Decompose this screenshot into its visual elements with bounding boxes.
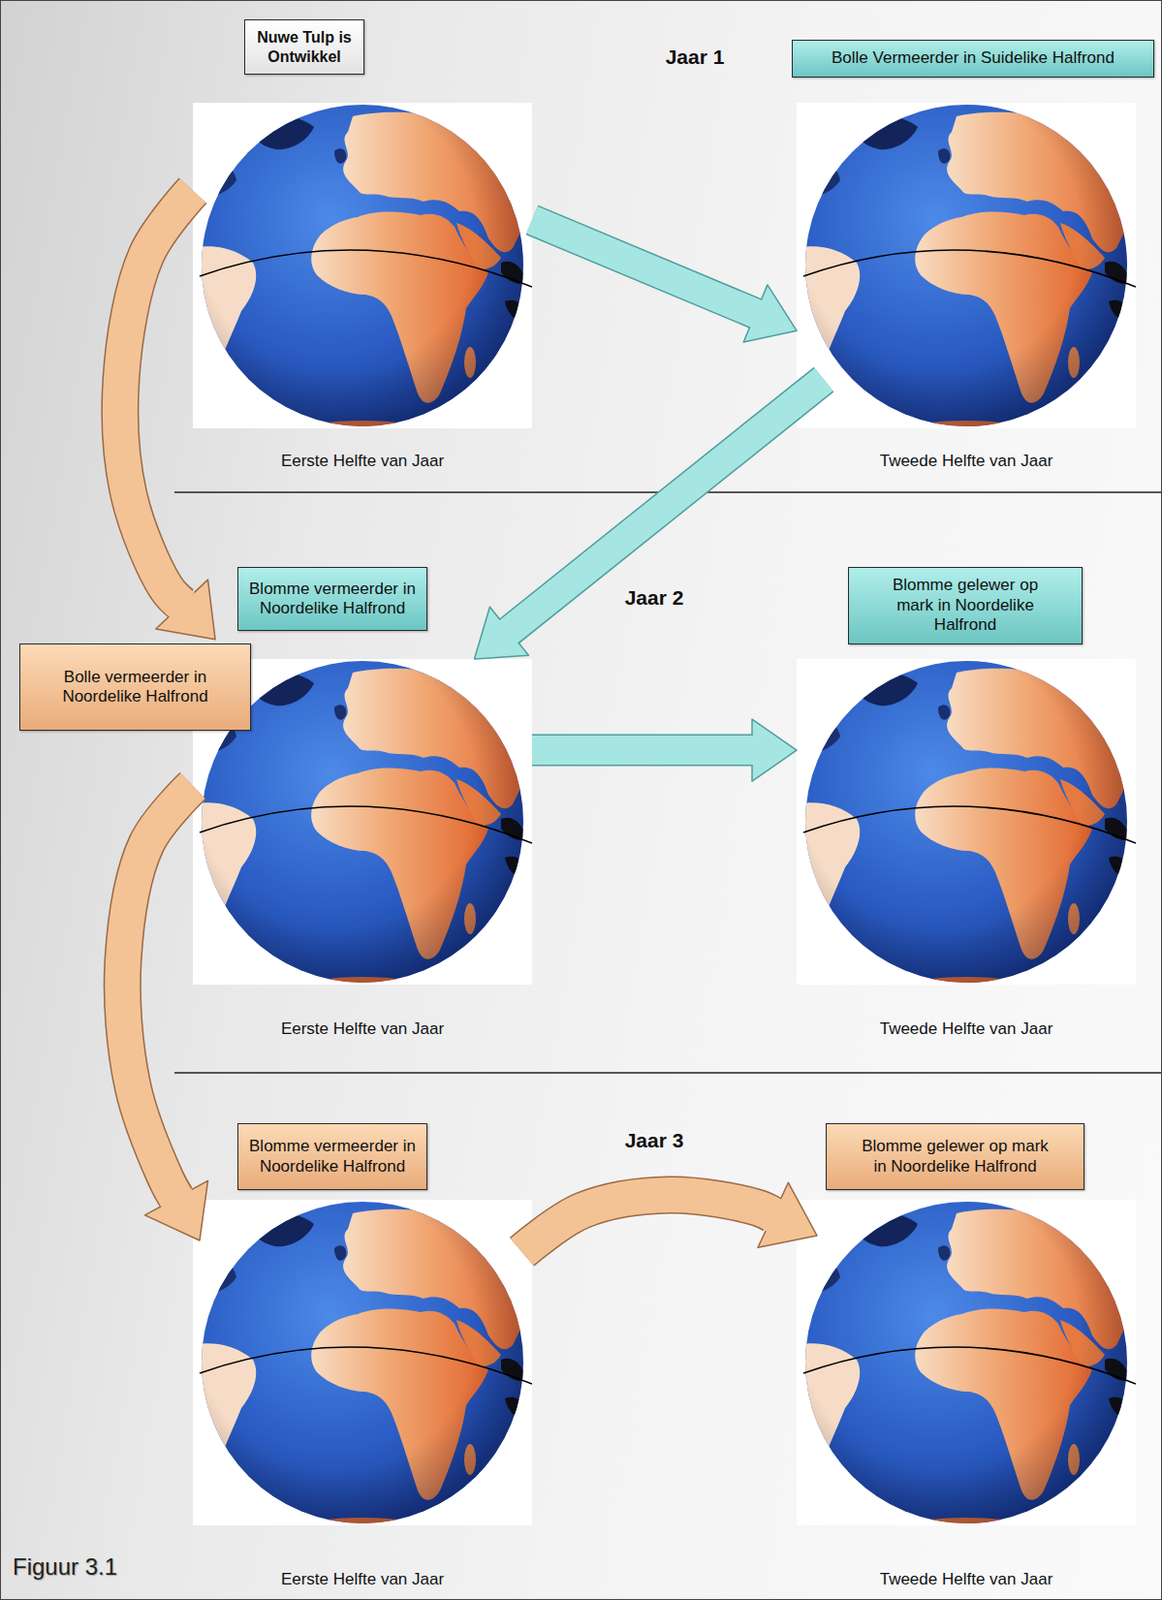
globe-caption: Tweede Helfte van Jaar	[796, 451, 1136, 472]
globe-illustration	[192, 102, 533, 429]
box-text: Bolle Vermeerder in Suidelike Halfrond	[831, 48, 1115, 68]
globe-panel: Tweede Helfte van Jaar	[796, 1199, 1136, 1590]
box-text: Bolle vermeerder in Noordelike Halfrond	[30, 667, 241, 708]
globe-caption: Eerste Helfte van Jaar	[192, 451, 533, 472]
globe-image	[192, 659, 533, 985]
arrow-head	[752, 719, 797, 782]
arrow-body	[532, 735, 755, 765]
globe-panel: Eerste Helfte van Jaar	[192, 1199, 533, 1590]
year-label-holder: Jaar 3	[625, 1129, 685, 1153]
step-box: Blomme gelewer op mark in Noordelike Hal…	[825, 1123, 1085, 1191]
year-divider	[174, 1071, 1162, 1074]
step-box: Blomme gelewer op mark in Noordelike Hal…	[847, 566, 1083, 645]
step-box: Bolle Vermeerder in Suidelike Halfrond	[791, 39, 1155, 78]
box-text: Blomme vermeerder in Noordelike Halfrond	[248, 1136, 417, 1177]
step-box: Blomme vermeerder in Noordelike Halfrond	[237, 566, 428, 631]
box-text: Nuwe Tulp is Ontwikkel	[251, 28, 358, 65]
step-box: Bolle vermeerder in Noordelike Halfrond	[19, 643, 252, 731]
box-text: Blomme gelewer op mark in Noordelike Hal…	[872, 575, 1059, 635]
globe-caption: Tweede Helfte van Jaar	[796, 1570, 1136, 1590]
globe-panel: Eerste Helfte van Jaar	[192, 102, 533, 472]
year-label-holder: Jaar 2	[625, 586, 685, 610]
globe-image	[796, 1199, 1136, 1526]
globe-panel: Tweede Helfte van Jaar	[796, 102, 1136, 472]
year-label-holder: Jaar 1	[665, 45, 725, 69]
figure-caption: Figuur 3.1	[12, 1553, 118, 1581]
globe-image	[192, 102, 533, 429]
year-label: Jaar 1	[665, 45, 725, 69]
year-label: Jaar 3	[625, 1129, 685, 1153]
flow-arrow	[532, 219, 797, 343]
globe-illustration	[796, 659, 1136, 985]
arrow-body	[122, 785, 193, 1201]
globe-image	[796, 659, 1136, 985]
flow-arrow	[532, 719, 797, 782]
year-label: Jaar 2	[625, 586, 685, 610]
globe-caption: Tweede Helfte van Jaar	[796, 1019, 1136, 1039]
globe-illustration	[796, 1199, 1136, 1526]
flow-arrow	[522, 1182, 818, 1252]
start-box: Nuwe Tulp is Ontwikkel	[244, 19, 365, 75]
arrow-body	[522, 1194, 777, 1253]
box-text: Blomme gelewer op mark in Noordelike Hal…	[861, 1136, 1049, 1177]
caption-holder: Figuur 3.1	[12, 1553, 118, 1581]
globe-illustration	[796, 102, 1136, 429]
globe-illustration	[192, 1199, 533, 1526]
arrow-body	[120, 190, 193, 607]
arrow-body	[532, 219, 758, 315]
step-box: Blomme vermeerder in Noordelike Halfrond	[237, 1123, 428, 1191]
globe-image	[796, 102, 1136, 429]
globe-caption: Eerste Helfte van Jaar	[192, 1019, 533, 1039]
arrow-body	[506, 379, 824, 634]
globe-caption: Eerste Helfte van Jaar	[192, 1570, 533, 1590]
globe-panel: Tweede Helfte van Jaar	[796, 659, 1136, 1039]
globe-image	[192, 1199, 533, 1526]
box-text: Blomme vermeerder in Noordelike Halfrond	[248, 579, 417, 620]
